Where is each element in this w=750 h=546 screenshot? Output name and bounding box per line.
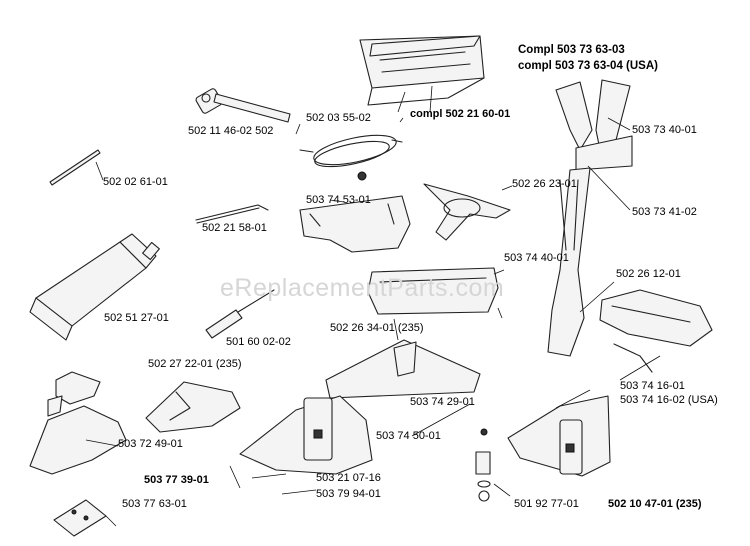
- label-503-77-63-01: 503 77 63-01: [122, 498, 187, 510]
- label-502-27-22-01: 502 27 22-01 (235): [148, 358, 242, 370]
- label-502-11-46-02: 502 11 46-02 502: [188, 125, 274, 137]
- label-502-26-23-01: 502 26 23-01: [512, 178, 577, 190]
- label-502-02-61-01: 502 02 61-01: [103, 176, 168, 188]
- label-503-74-50-01: 503 74 50-01: [376, 430, 441, 442]
- label-502-03-55-02: 502 03 55-02: [306, 112, 371, 124]
- label-502-10-47-01: 502 10 47-01 (235): [608, 498, 702, 510]
- shield-part-small: [145, 381, 241, 433]
- label-503-74-29-01: 503 74 29-01: [410, 396, 475, 408]
- rod-part: [49, 149, 101, 186]
- label-503-72-49-01: 503 72 49-01: [118, 438, 183, 450]
- label-501-92-77-01: 501 92 77-01: [514, 498, 579, 510]
- watermark: eReplacementParts.com: [220, 274, 505, 302]
- label-502-21-58-01: 502 21 58-01: [202, 222, 267, 234]
- assembly-label-1: Compl 503 73 63-03: [518, 44, 625, 56]
- belt-part: [599, 289, 713, 373]
- harness-part: [547, 79, 633, 357]
- hardware-part: [475, 428, 491, 502]
- shield-part-center: [239, 395, 373, 475]
- label-503-77-39-01: 503 77 39-01: [144, 474, 209, 486]
- label-502-51-27-01: 502 51 27-01: [104, 312, 169, 324]
- guard-part: [299, 195, 411, 253]
- label-501-60-02-02: 501 60 02-02: [226, 336, 291, 348]
- tool-bag-part: [359, 35, 485, 113]
- label-503-74-40-01: 503 74 40-01: [504, 252, 569, 264]
- screwdriver-part: [205, 289, 275, 339]
- label-503-74-16-01: 503 74 16-01: [620, 380, 685, 392]
- assembly-label-2: compl 503 73 63-04 (USA): [518, 60, 658, 72]
- label-503-73-40-01: 503 73 40-01: [632, 124, 697, 136]
- knife-plate-part: [53, 499, 107, 537]
- label-502-26-34-01: 502 26 34-01 (235): [330, 322, 424, 334]
- support-plate-part: [423, 183, 511, 241]
- label-503-73-41-02: 503 73 41-02: [632, 206, 697, 218]
- leader-lines: [85, 117, 661, 527]
- label-502-21-60-01: compl 502 21 60-01: [410, 108, 511, 120]
- label-503-79-94-01: 503 79 94-01: [316, 488, 381, 500]
- grease-tube-part: [29, 233, 160, 341]
- label-503-21-07-16: 503 21 07-16: [316, 472, 381, 484]
- label-503-74-16-02: 503 74 16-02 (USA): [620, 394, 718, 406]
- label-502-26-12-01: 502 26 12-01: [616, 268, 681, 280]
- hex-key-part: [195, 204, 269, 224]
- cable-part: [299, 134, 403, 181]
- label-503-74-53-01: 503 74 53-01: [306, 194, 371, 206]
- plate-part: [367, 267, 499, 315]
- shield-part-right: [507, 395, 611, 477]
- wrench-part: [195, 88, 291, 123]
- shield-part-large: [325, 339, 481, 399]
- shield-part-left: [29, 371, 127, 475]
